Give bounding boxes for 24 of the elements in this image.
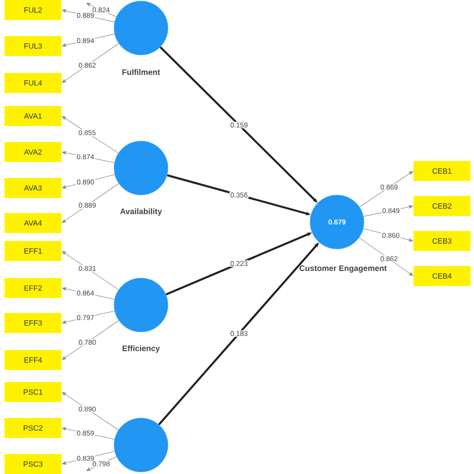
construct-label: Fulfilment	[122, 69, 160, 75]
construct-label: Availability	[120, 208, 162, 216]
arrow	[62, 116, 118, 154]
arrow	[62, 174, 115, 189]
arrow	[62, 34, 115, 47]
arrow	[62, 287, 115, 300]
arrow	[62, 9, 115, 22]
arrow	[363, 228, 413, 242]
arrow	[62, 451, 115, 465]
arrow	[358, 237, 413, 276]
arrow	[62, 151, 115, 163]
arrow	[62, 43, 119, 83]
construct-label: Customer Engagement	[300, 265, 387, 273]
construct-label: Efficiency	[122, 345, 160, 353]
construct-circle	[114, 418, 168, 472]
arrow	[62, 251, 119, 290]
arrow	[62, 392, 119, 430]
arrow	[62, 183, 119, 223]
arrow	[359, 171, 413, 208]
arrow	[62, 427, 115, 440]
arrow	[363, 205, 413, 217]
arrow	[62, 320, 119, 360]
arrow	[86, 3, 116, 17]
arrow	[62, 310, 115, 324]
